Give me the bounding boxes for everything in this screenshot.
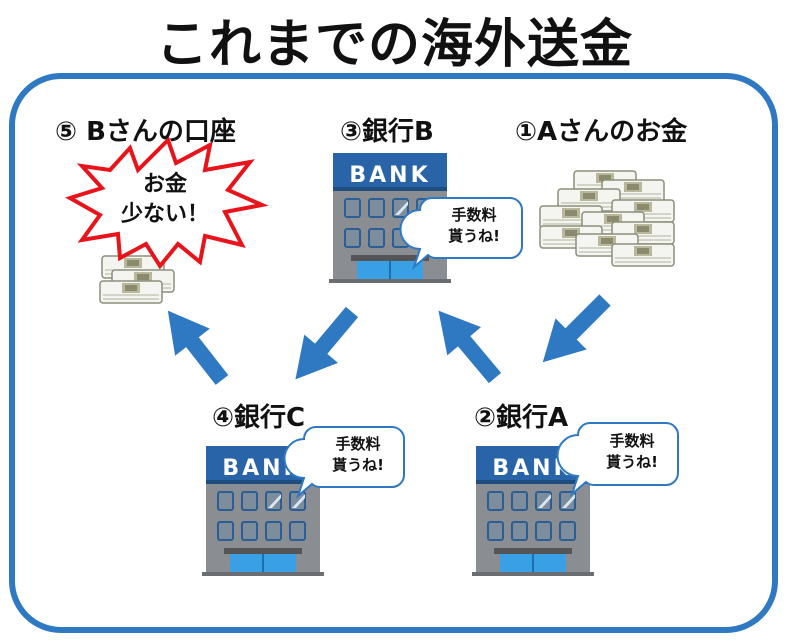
diagram-title: これまでの海外送金	[155, 15, 633, 75]
bank-b-bubble-line1: 手数料	[451, 206, 497, 224]
bank-c-speech-bubble	[283, 426, 405, 500]
node-label-bank-a: ②銀行A	[474, 403, 569, 433]
bank-c-bubble-text: 手数料 貰うね!	[312, 434, 404, 476]
bank-c-bubble-line2: 貰うね!	[332, 456, 384, 474]
bank-a-speech-bubble	[556, 422, 679, 498]
burst-text-line2: 少ない！	[120, 202, 209, 227]
node-label-bank-c: ④銀行C	[212, 403, 306, 433]
node-label-bank-b: ③銀行B	[340, 117, 434, 147]
arrow-bank-a-to-bank-b-icon	[421, 296, 512, 393]
bank-c-bubble-line1: 手数料	[335, 435, 381, 453]
money-stack-a-icon	[539, 170, 675, 267]
bank-a-bubble-line2: 貰うね!	[606, 453, 658, 471]
exclamation-burst-icon	[65, 136, 269, 270]
bank-b-bubble-line2: 貰うね!	[448, 227, 500, 245]
arrow-bank-b-to-bank-c-icon	[278, 297, 369, 394]
burst-text: お金 少ない！	[110, 170, 220, 230]
bank-a-bubble-line1: 手数料	[609, 432, 655, 450]
bank-b-sign: BANK	[349, 163, 430, 188]
node-label-person-b: ⑤ Bさんの口座	[55, 117, 236, 147]
diagram-frame	[9, 73, 778, 633]
bank-a-bubble-text: 手数料 貰うね!	[586, 431, 678, 473]
bank-b-bubble-text: 手数料 貰うね!	[428, 205, 520, 247]
burst-text-line1: お金	[142, 172, 187, 197]
arrow-bank-c-to-b-icon	[150, 297, 240, 394]
bank-b-speech-bubble	[399, 197, 523, 271]
arrow-a-to-bank-a-icon	[527, 284, 621, 378]
node-label-person-a: ①Aさんのお金	[515, 117, 688, 147]
